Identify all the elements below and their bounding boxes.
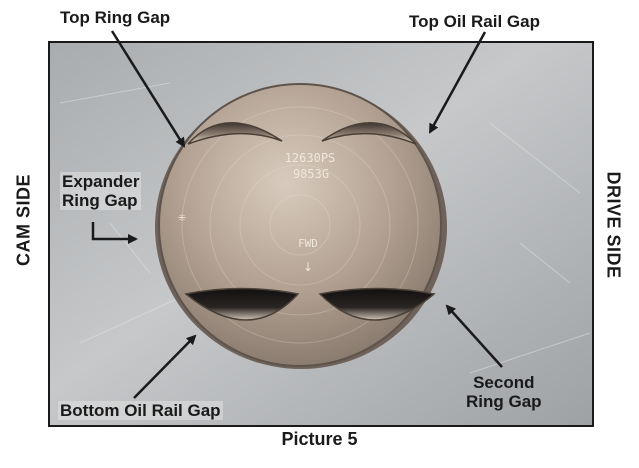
label-bottom-oil-rail-gap: Bottom Oil Rail Gap xyxy=(58,401,223,420)
top-right-valve-relief xyxy=(321,122,417,145)
label-top-ring-gap: Top Ring Gap xyxy=(60,8,171,27)
piston-photo: 12630PS 9853G FWD ↓ ⁜ xyxy=(48,41,594,427)
machining-rings xyxy=(181,106,419,344)
piston-illustration: 12630PS 9853G FWD ↓ ⁜ xyxy=(50,43,592,425)
label-expander-line1: Expander xyxy=(60,172,142,191)
piston-direction-mark: FWD xyxy=(298,237,318,250)
label-cam-side: CAM SIDE xyxy=(13,173,34,267)
piston-code: 9853G xyxy=(293,167,329,181)
dot-mark-icon: ⁜ xyxy=(178,213,186,224)
piston-crown xyxy=(158,83,442,367)
forward-arrow-icon: ↓ xyxy=(303,260,313,274)
label-second-ring-gap: Second Ring Gap xyxy=(466,373,542,411)
label-expander-line2: Ring Gap xyxy=(60,191,142,210)
label-drive-side: DRIVE SIDE xyxy=(603,171,624,279)
label-second-line2: Ring Gap xyxy=(466,392,542,411)
label-second-line1: Second xyxy=(473,373,535,392)
bottom-right-valve-relief xyxy=(318,287,436,321)
top-left-valve-relief xyxy=(187,122,283,145)
bottom-left-valve-relief xyxy=(184,287,300,321)
label-expander-ring-gap: Expander Ring Gap xyxy=(60,172,142,210)
figure-caption: Picture 5 xyxy=(281,429,358,449)
piston-part-number: 12630PS xyxy=(285,151,336,165)
label-top-oil-rail-gap: Top Oil Rail Gap xyxy=(409,12,540,31)
